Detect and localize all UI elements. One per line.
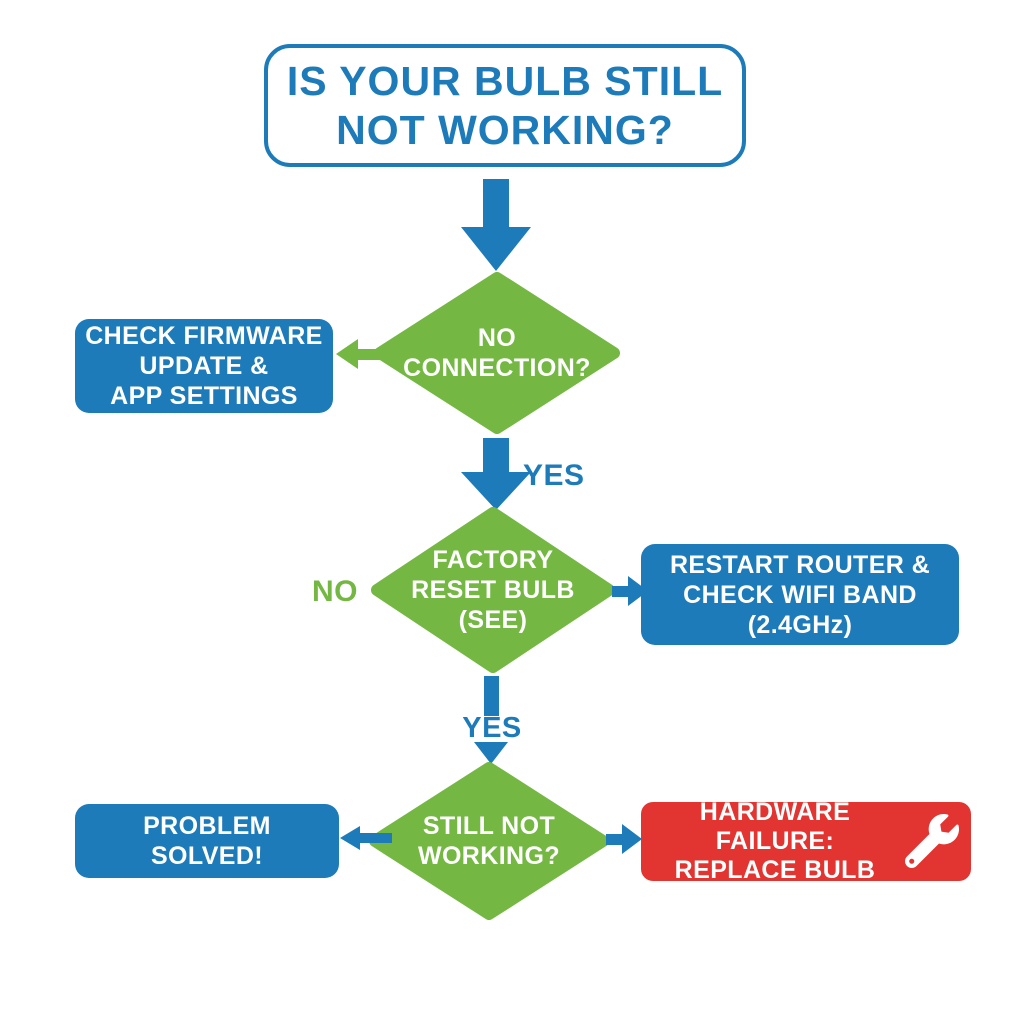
action-check-firmware-label: CHECK FIRMWARE UPDATE & APP SETTINGS — [85, 322, 323, 410]
down-arrow-stem-3 — [484, 676, 499, 716]
edge-label-yes-2: YES — [462, 712, 522, 744]
action-check-firmware: CHECK FIRMWARE UPDATE & APP SETTINGS — [75, 319, 333, 413]
start-box-label: IS YOUR BULB STILL NOT WORKING? — [286, 57, 724, 153]
decision-factory-reset-label: FACTORY RESET BULB (SEE) — [411, 546, 575, 634]
down-arrow-icon-1 — [461, 179, 531, 271]
action-hardware-failure: HARDWARE FAILURE: REPLACE BULB — [641, 798, 971, 884]
action-restart-router-label: RESTART ROUTER & CHECK WIFI BAND (2.4GHz… — [669, 550, 931, 639]
start-box: IS YOUR BULB STILL NOT WORKING? — [264, 44, 746, 167]
diamond-shape-icon — [371, 507, 615, 673]
down-arrow-icon-2 — [461, 438, 531, 510]
decision-no-connection: NO CONNECTION? — [374, 272, 620, 434]
edge-label-yes-1: YES — [523, 459, 585, 492]
action-problem-solved: PROBLEM SOLVED! — [75, 804, 339, 878]
decision-no-connection-label: NO CONNECTION? — [403, 324, 591, 382]
action-hardware-failure-label: HARDWARE FAILURE: REPLACE BULB — [674, 798, 876, 884]
decision-still-not-working: STILL NOT WORKING? — [369, 762, 609, 920]
left-arrow-icon-blue — [340, 826, 392, 850]
left-arrow-icon-green — [336, 339, 394, 369]
right-arrow-icon-2 — [606, 824, 642, 854]
decision-factory-reset: FACTORY RESET BULB (SEE) — [371, 507, 615, 673]
wrench-icon — [905, 814, 959, 868]
diamond-shape-icon — [374, 272, 620, 434]
diamond-shape-icon — [369, 762, 609, 920]
action-restart-router: RESTART ROUTER & CHECK WIFI BAND (2.4GHz… — [641, 544, 959, 645]
right-arrow-icon-1 — [612, 576, 648, 606]
edge-label-no: NO — [312, 575, 358, 608]
down-arrow-head-icon-3 — [474, 742, 508, 764]
decision-still-not-working-label: STILL NOT WORKING? — [417, 812, 561, 870]
action-problem-solved-label: PROBLEM SOLVED! — [143, 812, 271, 870]
